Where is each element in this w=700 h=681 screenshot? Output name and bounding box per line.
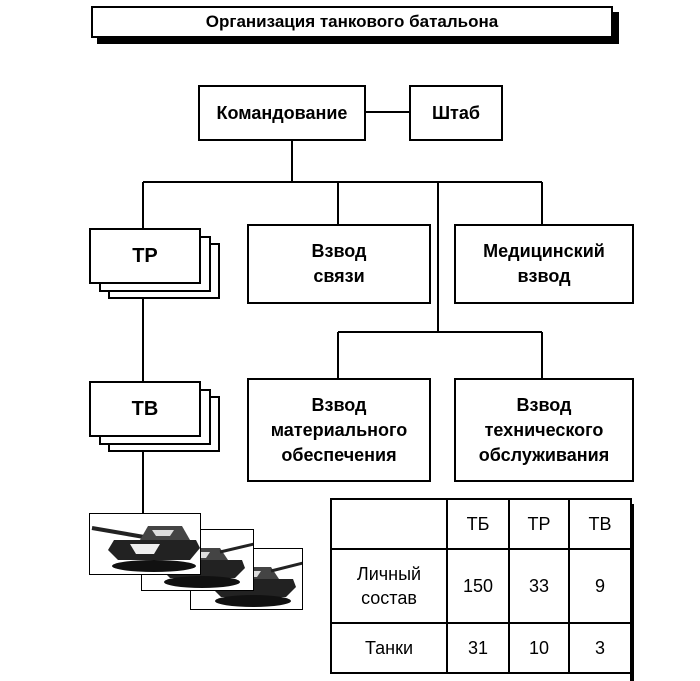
tank-platoon-box: ТВ (89, 381, 201, 437)
table-header-cell (330, 498, 448, 550)
table-shadow (630, 504, 634, 681)
tank-company-box: ТР (89, 228, 201, 284)
summary-table: ТБ ТР ТВ Личный состав 150 33 9 Танки 31… (330, 498, 632, 674)
table-header-cell: ТВ (568, 498, 632, 550)
table-cell: 9 (568, 548, 632, 624)
table-header-cell: ТР (508, 498, 570, 550)
table-header-row: ТБ ТР ТВ (330, 498, 632, 550)
table-header-cell: ТБ (446, 498, 510, 550)
staff-box: Штаб (409, 85, 503, 141)
table-cell: 31 (446, 622, 510, 674)
table-cell: 10 (508, 622, 570, 674)
command-box: Командование (198, 85, 366, 141)
table-row: Личный состав 150 33 9 (330, 548, 632, 624)
tank-icon (90, 514, 200, 574)
medical-platoon-box: Медицинский взвод (454, 224, 634, 304)
maintenance-platoon-box: Взвод технического обслуживания (454, 378, 634, 482)
table-cell: 3 (568, 622, 632, 674)
table-cell: 150 (446, 548, 510, 624)
signal-platoon-box: Взвод связи (247, 224, 431, 304)
table-row-label: Танки (330, 622, 448, 674)
table-row: Танки 31 10 3 (330, 622, 632, 674)
table-cell: 33 (508, 548, 570, 624)
tank-picture-1 (89, 513, 201, 575)
supply-platoon-box: Взвод материального обеспечения (247, 378, 431, 482)
table-row-label: Личный состав (330, 548, 448, 624)
diagram-title: Организация танкового батальона (91, 6, 613, 38)
